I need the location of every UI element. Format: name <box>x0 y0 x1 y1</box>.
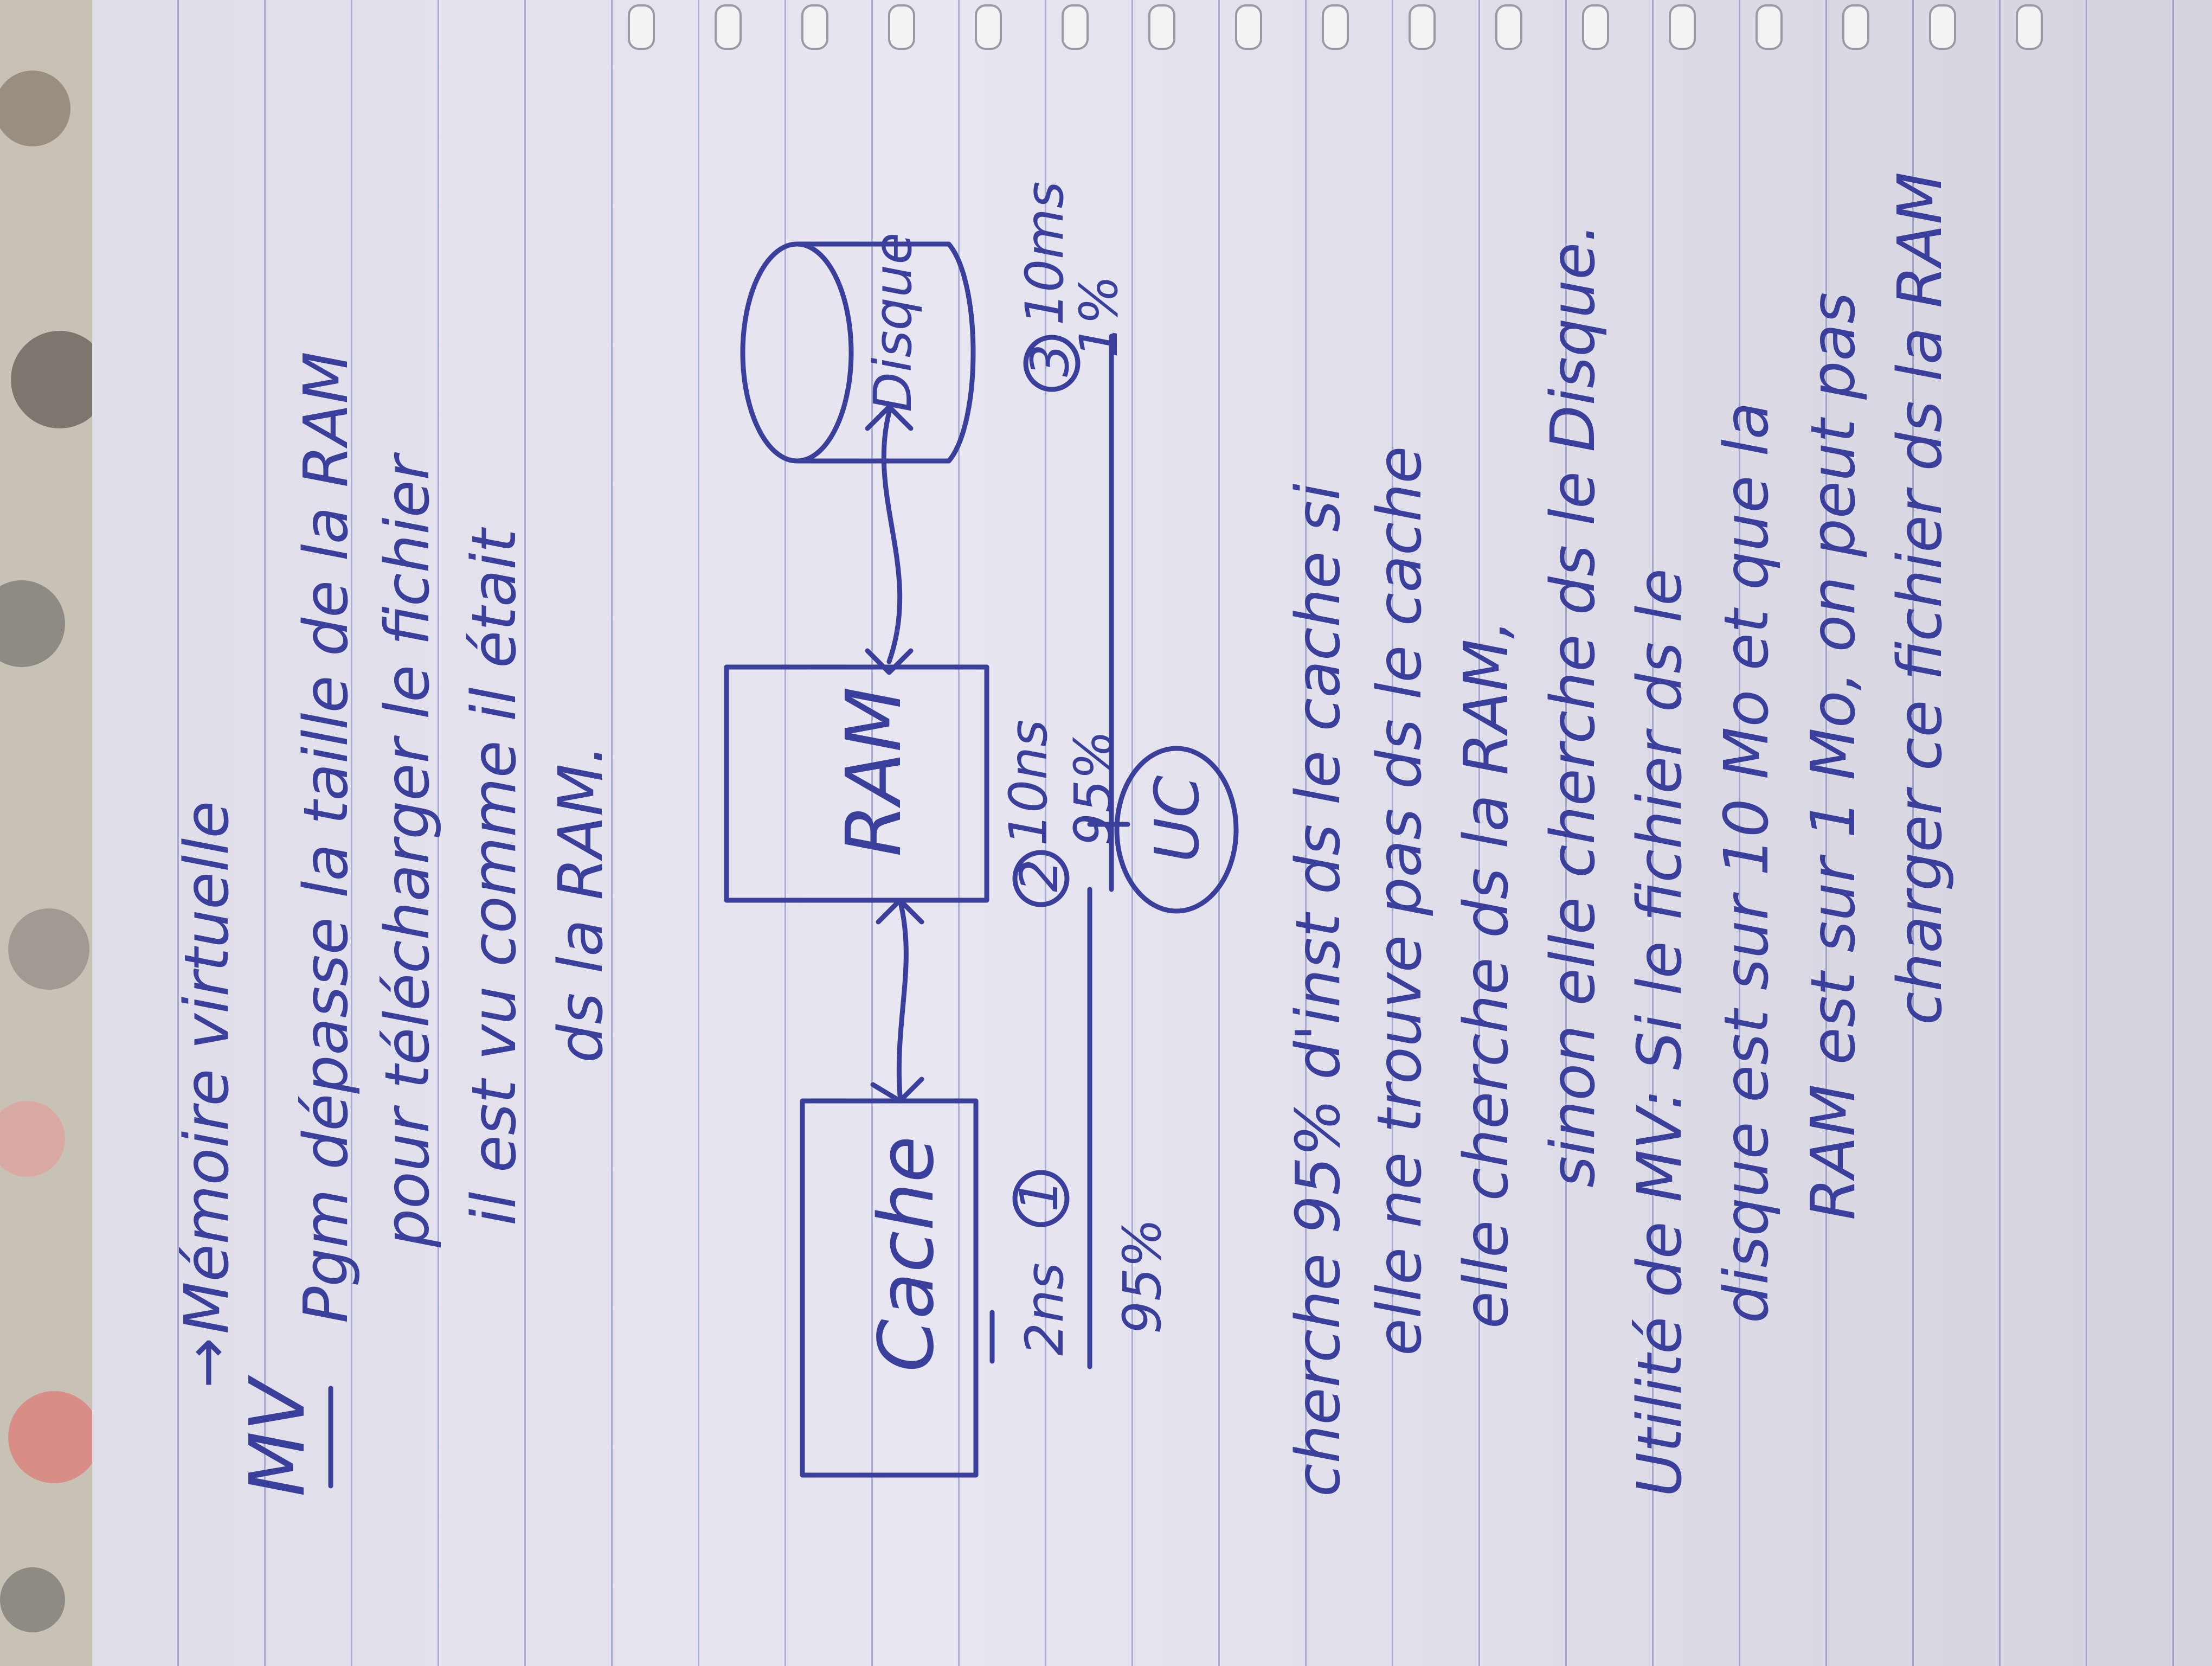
uc-label: UC <box>1142 776 1213 862</box>
ram-step-circle <box>1012 850 1070 907</box>
definition-line-1: Pgm dépasse la taille de la RAM <box>291 351 362 1323</box>
title-group: MV → Mémoire virtuelle <box>172 801 333 1497</box>
explanation-line-3: elle cherche ds la RAM, <box>1451 620 1522 1329</box>
cache-ram-arrowhead-1 <box>870 1077 924 1104</box>
bus-line <box>1087 334 1130 1369</box>
ram-box <box>724 664 989 903</box>
ram-label: RAM <box>830 687 918 857</box>
utility-line-3: RAM est sur 1 Mo, on peut pas <box>1798 292 1869 1220</box>
cache-time: 2ns <box>1014 1263 1075 1356</box>
disque-step-circle <box>1023 335 1081 392</box>
utility-line-1: Utilité de MV: Si le fichier ds le <box>1625 568 1695 1497</box>
utility-line-4: charger ce fichier ds la RAM <box>1885 172 1956 1025</box>
notebook-page <box>92 0 2212 1666</box>
cache-box <box>800 1098 979 1478</box>
disque-label: Disque <box>863 233 923 412</box>
cache-ram-arrow <box>896 898 909 1098</box>
ram-time: 10ns <box>998 720 1059 846</box>
disque-body <box>794 241 976 464</box>
disque-top <box>740 241 854 464</box>
cache-label: Cache <box>863 1136 951 1372</box>
cache-percent: 95% <box>1112 1219 1173 1334</box>
ram-step: 2 <box>1009 859 1070 892</box>
spiral-binding <box>628 4 2043 50</box>
explanation-line-1: cherche 95% d'inst ds le cache si <box>1283 484 1354 1497</box>
definition-line-3: il est vu comme il était <box>459 527 530 1226</box>
utility-block: Utilité de MV: Si le fichier ds le disqu… <box>1625 172 1956 1497</box>
memory-diagram: Cache 2ns 1 95% RAM 2 10ns 95% Disque 3 … <box>724 181 1239 1478</box>
explanation-block: cherche 95% d'inst ds le cache si elle n… <box>1283 223 1609 1497</box>
ram-disque-arrowhead-1 <box>865 648 914 675</box>
cache-step-circle <box>1012 1170 1070 1227</box>
ram-disque-arrowhead-2 <box>865 404 914 431</box>
disque-time: 10ms <box>1014 181 1075 325</box>
title-arrow: → <box>172 1337 242 1388</box>
disque-percent: 1% <box>1069 275 1129 358</box>
utility-line-2: disque est sur 10 Mo et que la <box>1712 402 1782 1323</box>
cache-step: 1 <box>1009 1179 1070 1212</box>
definition-line-4: ds la RAM. <box>546 745 616 1063</box>
uc-ellipse <box>1114 746 1239 914</box>
explanation-line-4: sinon elle cherche ds le Disque. <box>1538 223 1609 1188</box>
title-label: Mémoire virtuelle <box>172 801 242 1334</box>
disque-step: 3 <box>1020 344 1081 377</box>
title-abbrev: MV <box>234 1375 322 1497</box>
definition-line-2: pour télécharger le fichier <box>372 452 443 1248</box>
definition-block: Pgm dépasse la taille de la RAM pour tél… <box>291 351 616 1323</box>
explanation-line-2: elle ne trouve pas ds le cache <box>1365 446 1435 1356</box>
ram-disque-arrow <box>881 409 903 664</box>
